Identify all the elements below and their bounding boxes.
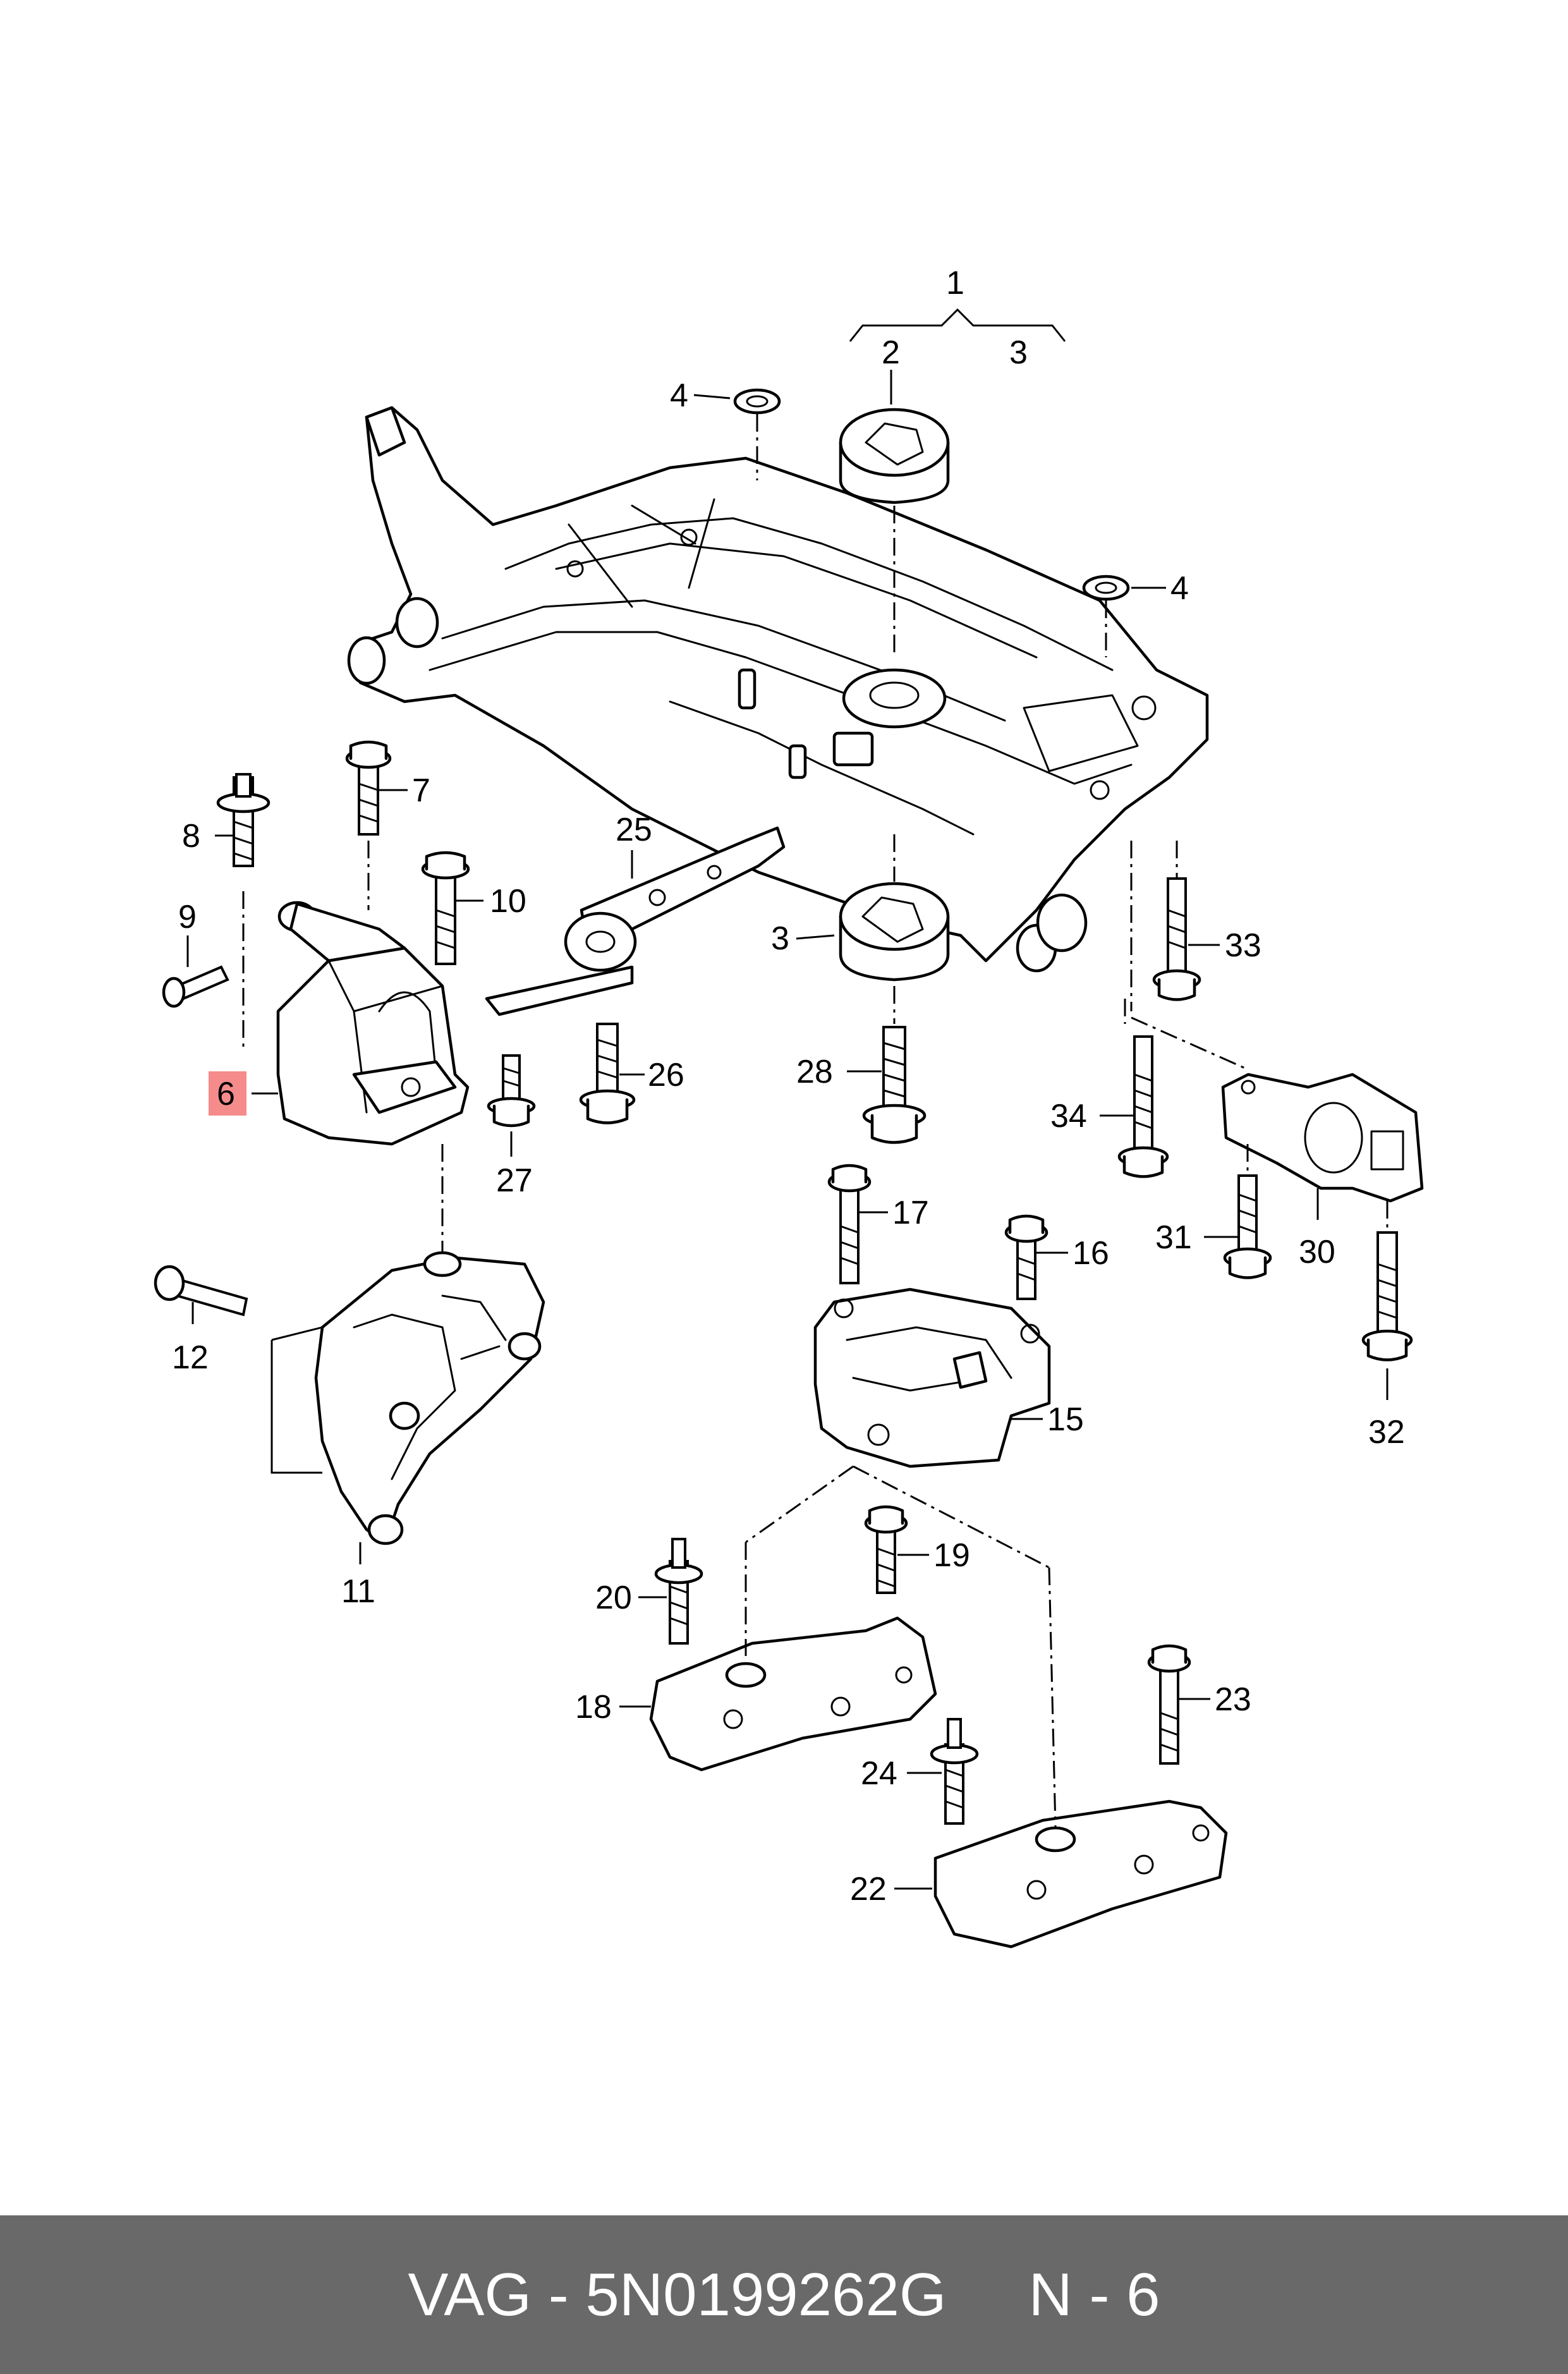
callout-16: 16: [1073, 1235, 1109, 1272]
callout-18: 18: [575, 1689, 612, 1726]
bolt-32: [1361, 1201, 1413, 1361]
footer-position: N - 6: [1028, 2260, 1160, 2328]
callouts: 1 2 3 4 4 3 25 7 8 9 10 6 26 27 28 33 34…: [172, 265, 1405, 1908]
engine-bracket: [270, 1251, 545, 1545]
mount-plate-upper: [649, 1542, 937, 1772]
callout-26: 26: [648, 1057, 684, 1093]
washer-left: [733, 388, 781, 480]
callout-32: 32: [1368, 1414, 1405, 1451]
bolt-27: [487, 1054, 536, 1128]
callout-34: 34: [1050, 1098, 1087, 1135]
leader-lines: [186, 370, 1389, 1890]
gearbox-mount: [745, 1287, 1051, 1569]
bolt-31: [1223, 1144, 1272, 1279]
bolt-26: [579, 1023, 636, 1124]
callout-4b: 4: [1170, 570, 1189, 607]
callout-4a: 4: [670, 377, 688, 414]
callout-31: 31: [1155, 1219, 1192, 1256]
callout-8: 8: [182, 818, 200, 855]
callout-17: 17: [892, 1195, 929, 1231]
callout-27: 27: [496, 1162, 533, 1199]
callout-2: 2: [882, 334, 900, 371]
bolt-8: [216, 773, 270, 867]
washer-right: [1082, 575, 1130, 657]
bolt-33: [1152, 841, 1201, 1001]
bolt-34: [1117, 1035, 1169, 1178]
callout-3a: 3: [1009, 334, 1028, 371]
bushing-lower: [839, 834, 950, 1024]
bolt-16: [1004, 1214, 1048, 1300]
callout-22: 22: [850, 1871, 887, 1908]
callout-15: 15: [1047, 1401, 1084, 1438]
callout-24: 24: [861, 1755, 897, 1792]
bolt-17: [827, 1164, 872, 1284]
bolt-20: [654, 1538, 703, 1645]
callout-25: 25: [616, 812, 652, 848]
subframe: [347, 406, 1209, 973]
callout-10: 10: [490, 883, 526, 920]
callout-30: 30: [1299, 1234, 1335, 1270]
engine-mount: [242, 891, 470, 1251]
callout-23: 23: [1215, 1681, 1251, 1718]
bolt-12: [154, 1265, 248, 1317]
callout-20: 20: [595, 1580, 632, 1616]
mount-plate-lower: [933, 1567, 1228, 1949]
bolt-9: [162, 965, 229, 1008]
group-brace: [849, 308, 1066, 342]
highlight-box-6: [209, 1071, 246, 1116]
bracket-30: [1124, 841, 1424, 1203]
callout-28: 28: [796, 1054, 833, 1090]
callout-7: 7: [412, 772, 430, 809]
callout-33: 33: [1225, 927, 1261, 964]
callout-19: 19: [933, 1537, 970, 1574]
exploded-parts-diagram: 1 2 3 4 4 3 25 7 8 9 10 6 26 27 28 33 34…: [154, 265, 1424, 1949]
bolt-19: [864, 1505, 908, 1594]
bolt-10: [421, 851, 470, 965]
bushing-upper: [839, 408, 950, 657]
callout-11: 11: [341, 1573, 375, 1610]
callout-9: 9: [178, 899, 197, 935]
bolt-7: [345, 740, 392, 910]
bolt-23: [1147, 1644, 1191, 1765]
footer-part-number: VAG - 5N0199262G: [408, 2260, 947, 2328]
callout-3b: 3: [771, 920, 789, 957]
footer-bar: VAG - 5N0199262G N - 6: [0, 2215, 1568, 2374]
callout-6: 6: [217, 1076, 235, 1112]
bolt-24: [930, 1718, 979, 1825]
callout-1: 1: [946, 265, 964, 301]
bolt-28: [862, 1026, 927, 1144]
callout-12: 12: [172, 1339, 209, 1376]
torque-rod: [485, 826, 786, 1016]
